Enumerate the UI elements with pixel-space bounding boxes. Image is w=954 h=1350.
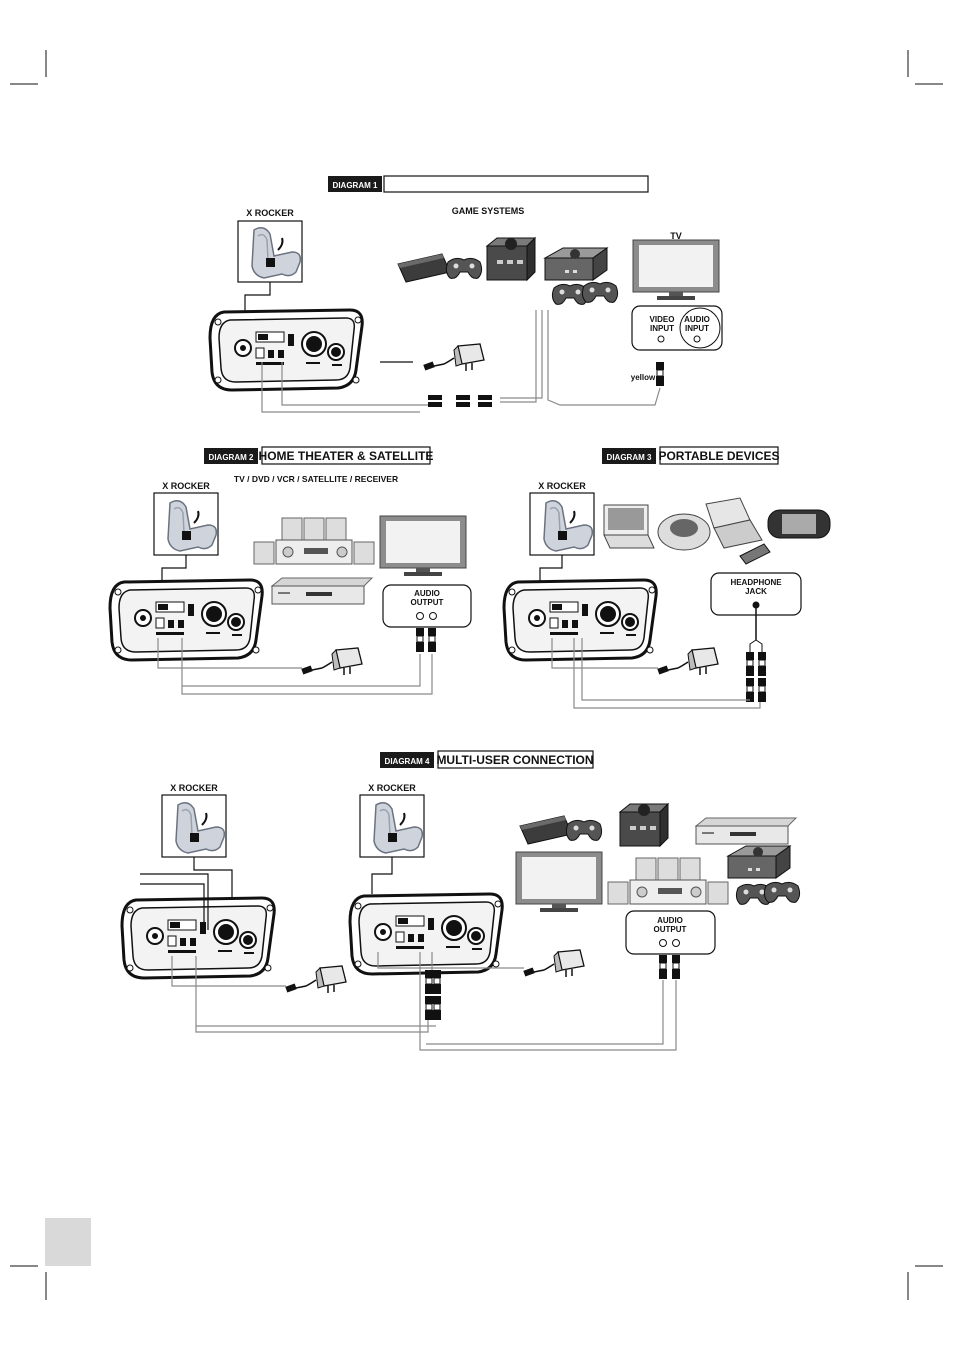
x-rocker-label: X ROCKER bbox=[538, 481, 586, 491]
dvd-player-image bbox=[696, 818, 796, 844]
headphone-jack-label: HEADPHONE bbox=[730, 578, 782, 587]
xbox-console-image bbox=[728, 846, 790, 878]
crop-marks bbox=[10, 50, 943, 1300]
game-systems-label: GAME SYSTEMS bbox=[452, 206, 525, 216]
control-panel-image bbox=[504, 580, 656, 660]
controller-image bbox=[566, 820, 601, 840]
tv-image bbox=[516, 852, 602, 912]
svg-text:JACK: JACK bbox=[745, 587, 767, 596]
xbox-console-image bbox=[545, 248, 607, 280]
x-rocker-label: X ROCKER bbox=[246, 208, 294, 218]
playstation-console-image bbox=[398, 254, 450, 282]
diagram-2: DIAGRAM 2 HOME THEATER & SATELLITE X ROC… bbox=[110, 447, 471, 694]
audio-output-label: AUDIO bbox=[414, 589, 440, 598]
diagram-2-tag: DIAGRAM 2 bbox=[209, 453, 254, 462]
receiver-speakers-image bbox=[608, 858, 728, 904]
dvd-player-image bbox=[272, 578, 372, 604]
controller-image bbox=[764, 882, 799, 902]
power-adapter-image bbox=[301, 648, 362, 675]
yellow-plug-label: yellow bbox=[631, 373, 656, 382]
sources-label: TV / DVD / VCR / SATELLITE / RECEIVER bbox=[234, 474, 398, 484]
x-rocker-label: X ROCKER bbox=[162, 481, 210, 491]
video-input-label: VIDEO bbox=[650, 315, 675, 324]
svg-text:OUTPUT: OUTPUT bbox=[411, 598, 444, 607]
diagram-4-title: MULTI-USER CONNECTION bbox=[436, 753, 593, 767]
diagram-3: DIAGRAM 3 PORTABLE DEVICES X ROCKER HEAD… bbox=[504, 447, 830, 708]
power-adapter-image bbox=[523, 950, 584, 977]
diagram-4-tag: DIAGRAM 4 bbox=[385, 757, 430, 766]
receiver-speakers-image bbox=[254, 518, 374, 564]
audio-input-label: AUDIO bbox=[684, 315, 710, 324]
power-adapter-image bbox=[423, 344, 484, 371]
x-rocker-label-2: X ROCKER bbox=[368, 783, 416, 793]
tv-image bbox=[380, 516, 466, 576]
page-corner-box bbox=[45, 1218, 91, 1266]
control-panel-image bbox=[110, 580, 262, 660]
power-adapter-image bbox=[657, 648, 718, 675]
tv-image bbox=[633, 240, 719, 300]
control-panel-image bbox=[122, 898, 274, 978]
diagram-1-tag: DIAGRAM 1 bbox=[333, 181, 378, 190]
diagram-3-title: PORTABLE DEVICES bbox=[658, 449, 779, 463]
diagram-1-title-box bbox=[384, 176, 648, 192]
x-rocker-label-1: X ROCKER bbox=[170, 783, 218, 793]
rca-plug-image bbox=[656, 362, 664, 386]
diagram-2-title: HOME THEATER & SATELLITE bbox=[259, 449, 434, 463]
audio-output-label: AUDIO bbox=[657, 916, 683, 925]
diagram-1: DIAGRAM 1 X ROCKER GAME SYSTEMS TV VIDEO… bbox=[210, 176, 722, 412]
controller-image bbox=[446, 258, 481, 278]
gamecube-console-image bbox=[620, 804, 668, 846]
gamecube-console-image bbox=[487, 238, 535, 280]
svg-text:INPUT: INPUT bbox=[650, 324, 674, 333]
diagram-3-tag: DIAGRAM 3 bbox=[607, 453, 652, 462]
control-panel-image bbox=[210, 310, 362, 390]
control-panel-image bbox=[350, 894, 502, 974]
svg-text:OUTPUT: OUTPUT bbox=[654, 925, 687, 934]
playstation-console-image bbox=[520, 816, 572, 844]
svg-text:INPUT: INPUT bbox=[685, 324, 709, 333]
diagram-4: DIAGRAM 4 MULTI-USER CONNECTION X ROCKER… bbox=[122, 751, 800, 1050]
diagram-1-plugs bbox=[428, 395, 492, 407]
portable-devices-image bbox=[604, 498, 830, 564]
controller-image bbox=[582, 282, 617, 302]
power-adapter-image bbox=[285, 966, 346, 993]
